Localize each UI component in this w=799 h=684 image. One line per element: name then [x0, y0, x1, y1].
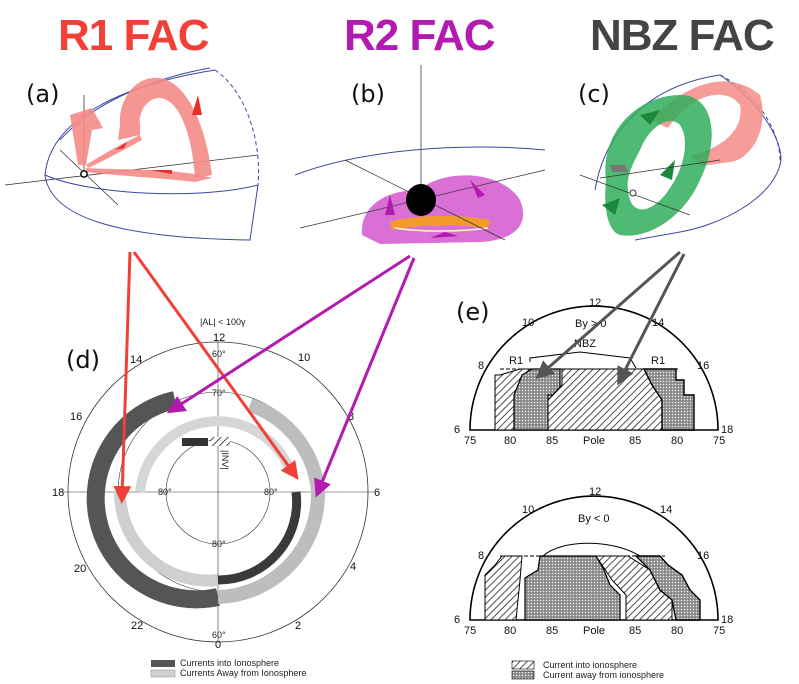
- mlt-label-20: 20: [74, 563, 86, 575]
- title-r1-fac: R1 FAC: [58, 11, 209, 60]
- arrow-r2-to-d-dusk: [166, 254, 411, 414]
- e-top-mlt-18: 18: [721, 424, 733, 436]
- mlt-label-0: 0: [215, 639, 221, 651]
- panel-label-e: (e): [456, 298, 490, 326]
- e-bottom-lat-75-right: 75: [713, 625, 725, 637]
- inv-axis-label: |INV|: [220, 450, 230, 470]
- e-bottom-lat-85-left: 85: [546, 625, 558, 637]
- panel-d-polar-plot: 12 10 8 6 4 2 0 22 20 18 16 14 60° 70° 8…: [52, 317, 380, 678]
- connector-arrows: [113, 250, 686, 504]
- lat-label-60: 60°: [212, 349, 226, 359]
- e-bottom-mlt-18: 18: [721, 614, 733, 626]
- e-top-lat-75-right: 75: [713, 435, 725, 447]
- e-bottom-lat-pole: Pole: [583, 625, 605, 637]
- e-bottom-mlt-12: 12: [589, 486, 601, 498]
- arrow-r2-to-d-dawn: [314, 257, 416, 498]
- mlt-label-18: 18: [52, 487, 64, 499]
- outer-ring-light-dawn: [217, 398, 326, 604]
- arrow-r1-to-d-dawn: [132, 251, 299, 480]
- e-bottom-mlt-8: 8: [478, 550, 484, 562]
- mlt-label-4: 4: [350, 561, 356, 573]
- panel-label-b: (b): [351, 80, 385, 108]
- mlt-label-8: 8: [348, 411, 354, 423]
- lat-label-70: 70°: [212, 388, 226, 398]
- e-top-lat-85-right: 85: [629, 435, 641, 447]
- e-bottom-lat-80-left: 80: [504, 625, 516, 637]
- e-top-mlt-12: 12: [589, 297, 601, 309]
- e-bottom-lat-75-left: 75: [464, 625, 476, 637]
- title-r2-fac: R2 FAC: [344, 11, 495, 60]
- outer-ring-dark-dusk: [86, 391, 220, 609]
- e-top-mlt-16: 16: [697, 360, 709, 372]
- e-legend-swatch-dotted: [511, 670, 535, 680]
- e-top-lat-80-right: 80: [671, 435, 683, 447]
- lat-label-80-right: 80°: [264, 487, 278, 497]
- legend-swatch-dark: [151, 660, 175, 667]
- arrow-nbz-to-e-left: [535, 250, 681, 379]
- panel-label-c: (c): [578, 80, 610, 108]
- e-legend-into-ionosphere: Current into ionosphere: [543, 660, 637, 670]
- e-top-mlt-8: 8: [478, 360, 484, 372]
- mlt-label-6: 6: [374, 487, 380, 499]
- legend-swatch-light: [150, 669, 176, 678]
- legend-away-ionosphere: Currents Away from Ionosphere: [180, 668, 306, 678]
- mlt-label-2: 2: [295, 620, 301, 632]
- e-top-mlt-6: 6: [454, 424, 460, 436]
- panel-a-magnetosphere-sketch: [4, 67, 260, 241]
- e-bottom-lat-85-right: 85: [629, 625, 641, 637]
- e-top-r1-left-label: R1: [509, 355, 523, 367]
- panel-e-bottom-plot: 6 8 10 12 14 16 18 75 80 85 Pole 85 80 7…: [454, 486, 733, 680]
- mlt-label-10: 10: [298, 352, 310, 364]
- arrow-r1-to-d-dusk: [113, 251, 132, 504]
- mlt-label-14: 14: [130, 354, 142, 366]
- e-bottom-lat-80-right: 80: [671, 625, 683, 637]
- title-nbz-fac: NBZ FAC: [590, 11, 775, 60]
- panel-b-ring-current-sketch: [294, 65, 546, 244]
- inner-ring-light-dusk: [113, 491, 219, 587]
- e-top-lat-75-left: 75: [464, 435, 476, 447]
- e-top-r1-right-label: R1: [651, 355, 665, 367]
- e-top-lat-80-left: 80: [504, 435, 516, 447]
- inner-hatched-patch: [210, 437, 230, 446]
- e-bottom-mlt-14: 14: [660, 504, 672, 516]
- inner-ring-light-top: [135, 416, 295, 493]
- panel-label-a: (a): [26, 80, 60, 108]
- panel-label-d: (d): [66, 346, 100, 374]
- e-bottom-mlt-6: 6: [454, 614, 460, 626]
- e-top-mlt-14: 14: [652, 317, 664, 329]
- e-top-mlt-10: 10: [522, 317, 534, 329]
- e-bottom-mlt-16: 16: [697, 550, 709, 562]
- e-bottom-condition: By < 0: [578, 513, 610, 525]
- e-top-lat-pole: Pole: [583, 435, 605, 447]
- e-bottom-mlt-10: 10: [522, 504, 534, 516]
- panel-e-top-plot: 6 8 10 12 14 16 18 75 80 85 Pole 85 80 7…: [454, 297, 733, 447]
- inner-dark-patch: [182, 438, 208, 446]
- mlt-label-22: 22: [131, 620, 143, 632]
- mlt-label-16: 16: [70, 411, 82, 423]
- e-legend-swatch-hatched: [511, 660, 535, 670]
- lat-label-80-left: 80°: [158, 487, 172, 497]
- condition-label: |AL| < 100γ: [200, 317, 246, 327]
- mlt-label-12: 12: [213, 332, 225, 344]
- lat-label-60-bottom: 60°: [212, 630, 226, 640]
- e-top-condition: By > 0: [575, 318, 607, 330]
- lat-label-80-bottom: 80°: [212, 539, 226, 549]
- panel-c-nbz-sketch: [579, 74, 782, 241]
- arrow-nbz-to-e-right: [617, 253, 686, 386]
- legend-into-ionosphere: Currents into Ionosphere: [180, 658, 279, 668]
- e-top-lat-85-left: 85: [546, 435, 558, 447]
- inner-ring-dark-dawn: [217, 491, 302, 585]
- e-legend-away-ionosphere: Current away from ionosphere: [543, 670, 664, 680]
